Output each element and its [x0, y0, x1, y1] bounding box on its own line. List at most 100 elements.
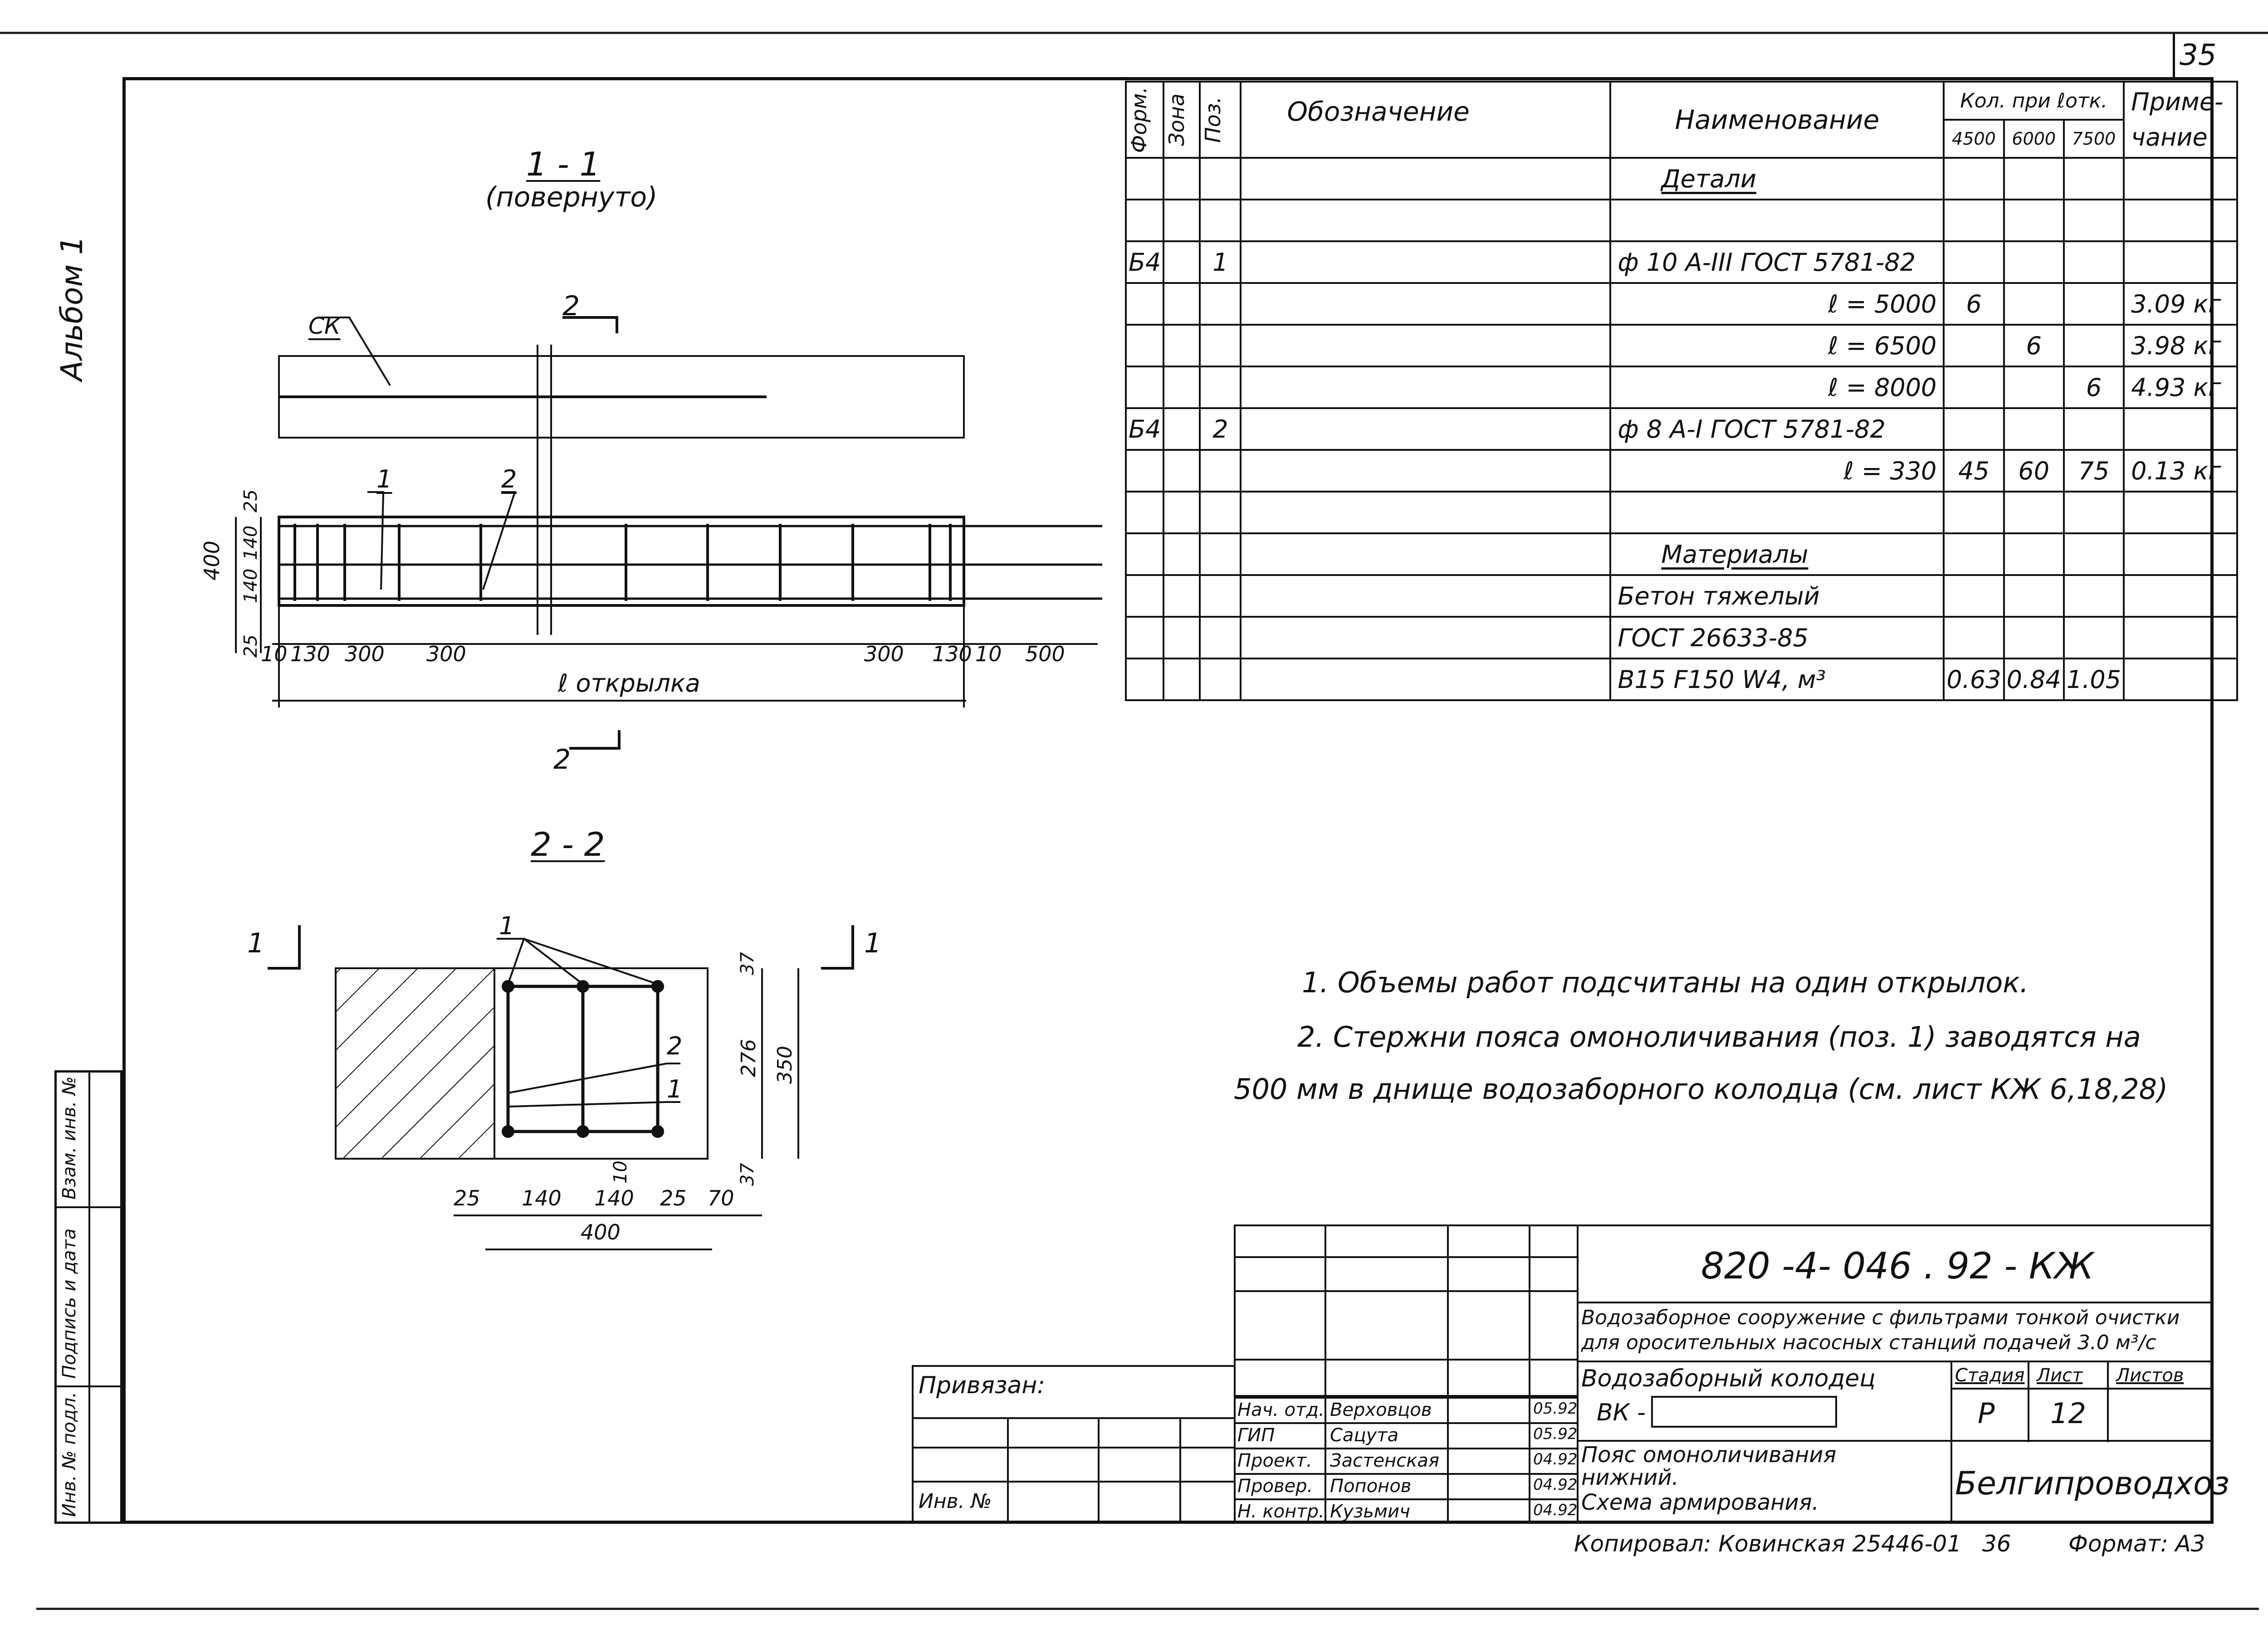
spec-cell-pos: 1 [1199, 240, 1242, 284]
privyazan-col1 [1007, 1417, 1009, 1524]
spec-cell-name: ℓ = 5000 [1609, 282, 1945, 326]
tb-object-2: для оросительных насосных станций подаче… [1581, 1331, 2156, 1354]
vk-input[interactable] [1651, 1396, 1837, 1428]
spec-cell-qty-7500: 75 [2063, 449, 2125, 493]
spec-cell-zone [1163, 366, 1201, 409]
spec-cell-name: ф 8 А-I ГОСТ 5781-82 [1609, 407, 1945, 451]
spec-cell-name [1609, 491, 1945, 534]
dim-25-bot: 25 [240, 634, 261, 658]
tb-code: 820 -4- 046 . 92 - КЖ [1701, 1245, 2094, 1287]
tb-stage: Р [1978, 1397, 1995, 1430]
spec-cell-zone [1163, 282, 1201, 326]
section-1-1-stirrups [293, 524, 952, 601]
spec-cell-name: ℓ = 330 [1609, 449, 1945, 493]
dim-bottom-1: 130 [290, 642, 330, 666]
spec-cell-qty-4500 [1943, 366, 2005, 409]
dim-bottom-5: 130 [932, 642, 972, 666]
staff-name: Верховцов [1330, 1400, 1432, 1420]
spec-row: Б4 2 ф 8 А-I ГОСТ 5781-82 [1124, 407, 2239, 451]
staff-role: Проект. [1237, 1450, 1312, 1471]
spec-cell-format [1124, 282, 1165, 326]
spec-cell-designation [1240, 449, 1612, 493]
spec-cell-format [1124, 574, 1165, 618]
staff-date: 04.92 [1533, 1501, 1578, 1519]
spec-cell-note [2123, 407, 2239, 451]
staff-name: Сацута [1330, 1425, 1399, 1446]
staff-row-line [1234, 1397, 1579, 1399]
spec-cell-designation [1240, 407, 1612, 451]
hdr-zone: Зона [1163, 81, 1201, 159]
spec-cell-note: 4.93 кг [2123, 366, 2239, 409]
inv-no-label: Инв. № [919, 1490, 992, 1513]
staff-row-line [1234, 1422, 1579, 1424]
spec-cell-format [1124, 449, 1165, 493]
spec-cell-pos [1199, 574, 1242, 618]
label-sk: СК [308, 313, 341, 339]
hdr-qty-7500: 7500 [2063, 119, 2125, 159]
pos-1-label-2-2-bot: 1 [667, 1075, 683, 1103]
spec-header-row-1: Форм. Зона Поз. Обозначение Наименование… [1124, 81, 2239, 159]
spec-cell-qty-7500 [2063, 616, 2125, 659]
dim-350: 350 [773, 1046, 797, 1084]
spec-cell-qty-6000 [2003, 157, 2065, 200]
pos-1-label: 1 [376, 465, 392, 493]
spec-cell-note [2123, 491, 2239, 534]
spec-cell-designation [1240, 240, 1612, 284]
spec-cell-qty-4500: 45 [1943, 449, 2005, 493]
dim-2-2-bottom-2: 140 [594, 1186, 634, 1210]
spec-cell-format [1124, 616, 1165, 659]
spec-cell-qty-7500 [2063, 240, 2125, 284]
spec-row: Детали [1124, 157, 2239, 200]
spec-cell-pos [1199, 199, 1242, 242]
spec-cell-zone [1163, 658, 1201, 701]
spec-cell-note [2123, 616, 2239, 659]
pos-2-label: 2 [501, 465, 517, 493]
cut-2-top: 2 [562, 290, 580, 322]
spec-cell-note: 3.98 кг [2123, 324, 2239, 367]
staff-date: 05.92 [1533, 1425, 1578, 1443]
tb-col-c [1529, 1224, 1530, 1524]
spec-cell-zone [1163, 324, 1201, 367]
spec-cell-qty-6000: 0.84 [2003, 658, 2065, 701]
spec-cell-pos [1199, 282, 1242, 326]
spec-cell-qty-4500 [1943, 407, 2005, 451]
spec-cell-format: Б4 [1124, 407, 1165, 451]
hdr-name: Наименование [1609, 81, 1945, 159]
tb-part-line [1577, 1440, 2214, 1442]
spec-cell-qty-4500 [1943, 199, 2005, 242]
spec-cell-qty-6000 [2003, 616, 2065, 659]
staff-role: Провер. [1237, 1476, 1313, 1497]
hdr-designation: Обозначение [1240, 81, 1612, 159]
spec-cell-format [1124, 157, 1165, 200]
spec-cell-qty-4500 [1943, 324, 2005, 367]
cut-2-bottom: 2 [553, 744, 571, 776]
hdr-note: Приме-чание [2123, 81, 2239, 159]
sheet-number: 35 [2180, 39, 2217, 72]
spec-cell-pos: 2 [1199, 407, 1242, 451]
section-2-2-wall [335, 967, 495, 1160]
spec-cell-format [1124, 491, 1165, 534]
spec-cell-qty-7500 [2063, 491, 2125, 534]
staff-role: Н. контр. [1237, 1501, 1325, 1522]
spec-row: ГОСТ 26633-85 [1124, 616, 2239, 659]
privyazan-col3 [1179, 1417, 1181, 1524]
spec-cell-note [2123, 658, 2239, 701]
spec-cell-zone [1163, 574, 1201, 618]
spec-cell-qty-6000: 60 [2003, 449, 2065, 493]
spec-cell-designation [1240, 491, 1612, 534]
spec-cell-qty-6000 [2003, 407, 2065, 451]
spec-cell-qty-7500: 1.05 [2063, 658, 2125, 701]
format-label: Формат: А3 [2068, 1531, 2205, 1557]
spec-cell-qty-6000 [2003, 199, 2065, 242]
spec-cell-pos [1199, 157, 1242, 200]
dim-400: 400 [200, 541, 224, 580]
staff-row-line [1234, 1498, 1579, 1500]
spec-cell-qty-7500 [2063, 282, 2125, 326]
spec-cell-pos [1199, 366, 1242, 409]
spec-cell-zone [1163, 491, 1201, 534]
spec-cell-note [2123, 574, 2239, 618]
spec-cell-qty-6000: 6 [2003, 324, 2065, 367]
